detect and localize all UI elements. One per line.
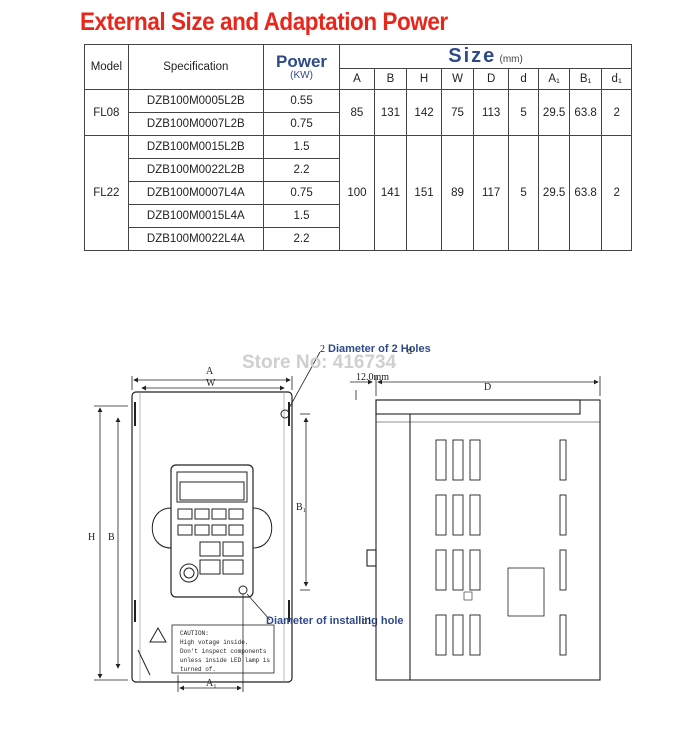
size-cell: 2 [601,135,632,251]
keypad-buttons [177,508,244,575]
potentiometer-knob [179,563,199,583]
side-view [350,376,601,681]
header-B1: B₁ [568,68,603,90]
size-label: Size [448,45,497,67]
table-row: FL08 DZB100M0005L2B 0.55 85 131 142 75 1… [84,89,632,136]
power-label: Power [276,52,328,71]
power-cell: 0.55 [262,89,341,113]
size-cell: 142 [406,89,442,136]
dimension-drawing: CAUTION: High votage inside. Don't inspe… [88,343,601,692]
size-cell: 113 [473,89,509,136]
label-H: H [88,532,95,543]
size-power-table: Model Specification Power (KW) Size (mm)… [84,44,632,251]
header-power: Power (KW) [262,44,341,90]
spec-cell: DZB100M0022L2B [127,158,264,182]
front-view: CAUTION: High votage inside. Don't inspe… [131,391,293,683]
power-cell: 1.5 [262,204,341,228]
table-row: DZB100M0007L2B 0.75 [85,112,632,136]
caution-line-1: CAUTION: [180,630,209,637]
table-row: DZB100M0022L4A 2.2 [85,227,632,251]
header-model: Model [84,44,129,90]
label-W: W [206,378,216,389]
header-specification: Specification [127,44,264,90]
spec-cell: DZB100M0007L4A [127,181,264,205]
caution-line-5: turned of. [180,666,216,673]
size-cell: 131 [373,89,408,136]
size-cell: 5 [507,89,540,136]
power-cell: 0.75 [262,112,341,136]
header-A1: A₁ [538,68,570,90]
model-cell: FL22 [84,135,129,251]
label-A: A [206,366,214,377]
label-B: B [108,532,115,543]
size-unit: (mm) [499,54,523,65]
model-cell: FL08 [84,89,129,136]
table-row: DZB100M0007L4A 0.75 [85,181,632,205]
holes-prefix: 2 [320,344,325,355]
holes-label: Diameter of 2 Holes [328,343,431,355]
size-cell: 2 [601,89,632,136]
header-d: d [507,68,540,90]
size-cell: 75 [440,89,475,136]
spec-cell: DZB100M0007L2B [127,112,264,136]
mounting-hole-top [280,409,290,419]
power-unit: (KW) [290,70,313,81]
spec-cell: DZB100M0015L4A [127,204,264,228]
size-cell: 100 [339,135,375,251]
size-cell: 85 [339,89,375,136]
install-hole-suffix: d1 [362,616,372,627]
page-title: External Size and Adaptation Power [80,8,448,36]
label-B1: B₁ [296,502,306,513]
power-cell: 2.2 [262,158,341,182]
power-cell: 1.5 [262,135,341,159]
label-A1: A₁ [206,678,217,689]
header-A: A [339,68,375,90]
caution-line-4: unless inside LED lamp is [180,657,270,664]
spec-cell: DZB100M0022L4A [127,227,264,251]
holes-suffix: d [407,346,412,357]
header-size: Size (mm) [339,44,632,69]
label-12mm: 12.0mm [356,372,389,383]
mounting-hole-bottom [238,585,248,595]
size-cell: 151 [406,135,442,251]
dimension-lines [94,351,321,692]
size-cell: 63.8 [568,89,603,136]
header-D: D [473,68,509,90]
table-row: DZB100M0015L4A 1.5 [85,204,632,228]
table-row: FL22 DZB100M0015L2B 1.5 100 141 151 89 1… [84,135,632,251]
spec-cell: DZB100M0005L2B [127,89,264,113]
power-cell: 2.2 [262,227,341,251]
header-W: W [440,68,475,90]
store-watermark: Store No: 416734 [242,352,397,373]
size-cell: 5 [507,135,540,251]
size-cell: 117 [473,135,509,251]
caution-line-3: Don't inspect components [180,648,267,655]
caution-line-2: High votage inside. [180,639,248,646]
size-cell: 141 [373,135,408,251]
header-H: H [406,68,442,90]
cooling-vents [435,439,567,656]
size-cell: 89 [440,135,475,251]
power-cell: 0.75 [262,181,341,205]
header-d1: d₁ [601,68,632,90]
header-B: B [373,68,408,90]
size-cell: 29.5 [538,89,570,136]
size-cell: 63.8 [568,135,603,251]
install-hole-label: Diameter of installing hole [266,615,404,627]
keypad-panel [170,464,254,598]
label-D: D [484,382,491,393]
size-cell: 29.5 [538,135,570,251]
spec-cell: DZB100M0015L2B [127,135,264,159]
